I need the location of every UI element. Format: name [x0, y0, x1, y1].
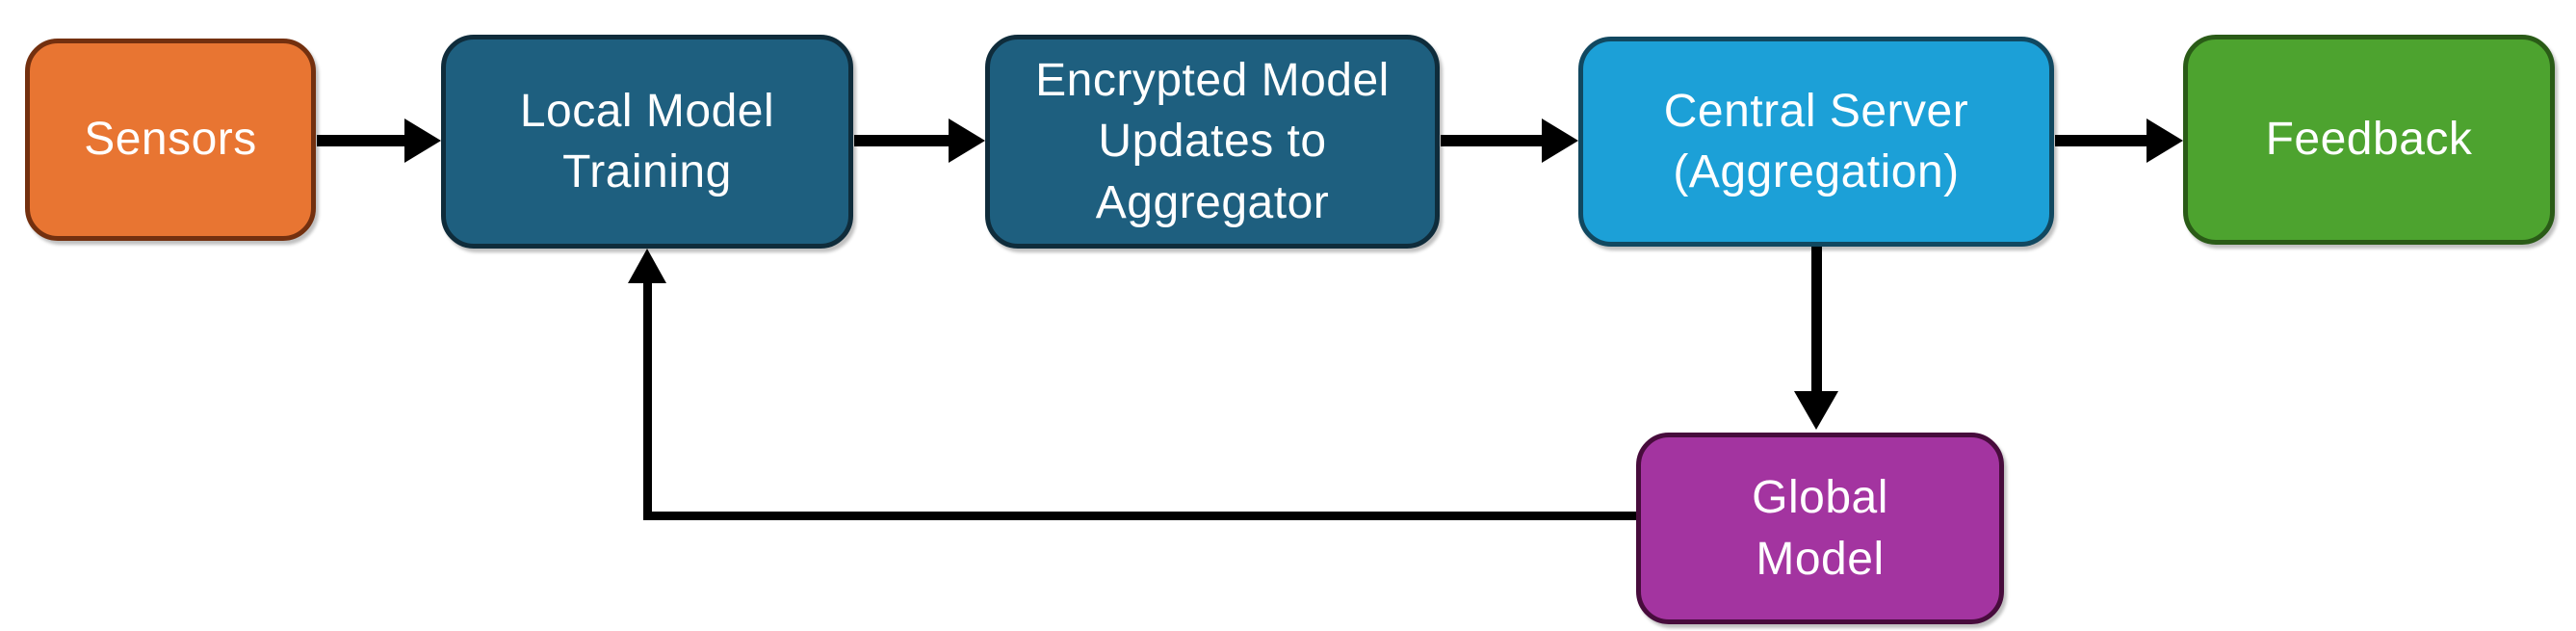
- arrow-sensors-to-local-shaft: [317, 135, 406, 146]
- node-sensors: Sensors: [25, 39, 316, 241]
- node-local-model-training-label: Local Model Training: [519, 85, 775, 197]
- node-global-model-label: Global Model: [1752, 472, 1888, 585]
- arrow-global-to-local-vertical-shaft: [643, 281, 652, 520]
- node-feedback: Feedback: [2183, 35, 2555, 245]
- arrow-central-to-global-shaft: [1811, 247, 1822, 393]
- arrow-encrypted-to-central-head-icon: [1542, 118, 1578, 163]
- arrow-encrypted-to-central-shaft: [1441, 135, 1544, 146]
- node-central-server: Central Server (Aggregation): [1578, 37, 2054, 247]
- node-global-model: Global Model: [1636, 433, 2004, 624]
- node-feedback-label: Feedback: [2265, 114, 2473, 166]
- arrow-local-to-encrypted-head-icon: [949, 118, 985, 163]
- node-central-server-label: Central Server (Aggregation): [1663, 85, 1969, 197]
- arrow-central-to-feedback-head-icon: [2147, 118, 2183, 163]
- node-sensors-label: Sensors: [84, 114, 257, 166]
- arrow-global-to-local-head-icon: [628, 249, 666, 283]
- node-local-model-training: Local Model Training: [441, 35, 853, 249]
- arrow-central-to-global-head-icon: [1794, 391, 1838, 430]
- node-encrypted-model-updates: Encrypted Model Updates to Aggregator: [985, 35, 1440, 249]
- arrow-local-to-encrypted-shaft: [854, 135, 950, 146]
- node-encrypted-model-updates-label: Encrypted Model Updates to Aggregator: [1035, 54, 1390, 228]
- arrow-central-to-feedback-shaft: [2055, 135, 2148, 146]
- arrow-global-to-local-horizontal-shaft: [643, 512, 1636, 520]
- arrow-sensors-to-local-head-icon: [404, 118, 441, 163]
